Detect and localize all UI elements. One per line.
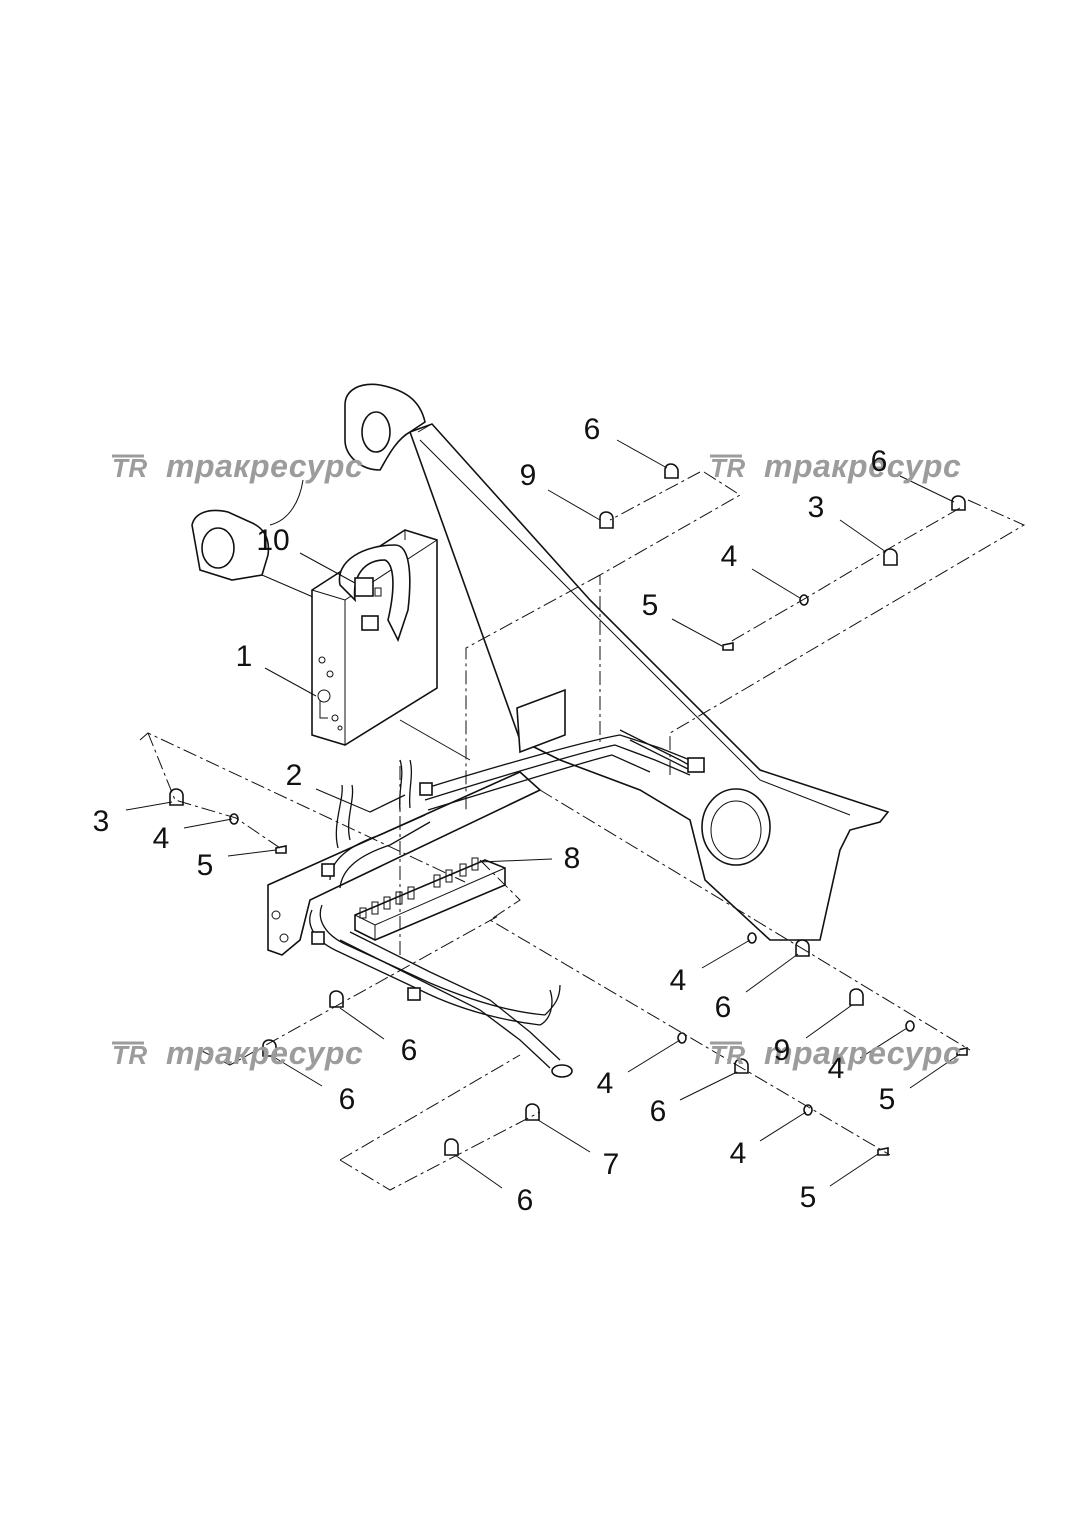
- watermark: TR тракресурс: [110, 1035, 363, 1072]
- hose-bundle: [309, 729, 705, 1078]
- leader-lines: [125, 439, 961, 1189]
- callout-4: 4: [729, 1137, 747, 1170]
- watermark: TR тракресурс: [708, 448, 961, 485]
- callout-6: 6: [516, 1184, 534, 1217]
- callout-3: 3: [92, 805, 110, 838]
- boom-frame: [191, 383, 890, 956]
- callout-8: 8: [563, 842, 581, 875]
- callout-5: 5: [799, 1181, 817, 1214]
- svg-text:TR: TR: [710, 453, 746, 482]
- watermark: TR тракресурс: [708, 1035, 961, 1072]
- trakresurs-logo-icon: TR: [112, 453, 148, 482]
- callout-6: 6: [400, 1034, 418, 1067]
- watermark-text: тракресурс: [764, 1035, 962, 1071]
- callout-9: 9: [519, 459, 537, 492]
- callout-6: 6: [338, 1083, 356, 1116]
- callout-6: 6: [583, 413, 601, 446]
- watermark-text: тракресурс: [166, 1035, 364, 1071]
- callout-4: 4: [827, 1052, 845, 1085]
- callout-4: 4: [152, 822, 170, 855]
- trakresurs-logo-icon: TR: [112, 1040, 148, 1069]
- callout-5: 5: [878, 1083, 896, 1116]
- callout-9: 9: [773, 1034, 791, 1067]
- trakresurs-logo-icon: TR: [710, 453, 746, 482]
- callout-6: 6: [649, 1095, 667, 1128]
- trakresurs-logo-icon: TR: [710, 1040, 746, 1069]
- callout-6: 6: [870, 445, 888, 478]
- watermark-text: тракресурс: [166, 448, 364, 484]
- callout-5: 5: [641, 589, 659, 622]
- callout-6: 6: [714, 991, 732, 1024]
- assembly-lines: [139, 471, 1026, 1191]
- svg-text:TR: TR: [112, 453, 148, 482]
- callout-1: 1: [235, 640, 253, 673]
- svg-text:TR: TR: [710, 1040, 746, 1069]
- callout-7: 7: [602, 1148, 620, 1181]
- callout-5: 5: [196, 849, 214, 882]
- callout-10: 10: [256, 524, 290, 557]
- callout-2: 2: [285, 759, 303, 792]
- watermark-text: тракресурс: [764, 448, 962, 484]
- callout-4: 4: [596, 1067, 614, 1100]
- callout-3: 3: [807, 491, 825, 524]
- terminal-block: [354, 857, 506, 941]
- watermark: TR тракресурс: [110, 448, 363, 485]
- callout-4: 4: [720, 540, 738, 573]
- svg-text:TR: TR: [112, 1040, 148, 1069]
- electrical-box: [311, 529, 438, 746]
- callout-4: 4: [669, 964, 687, 997]
